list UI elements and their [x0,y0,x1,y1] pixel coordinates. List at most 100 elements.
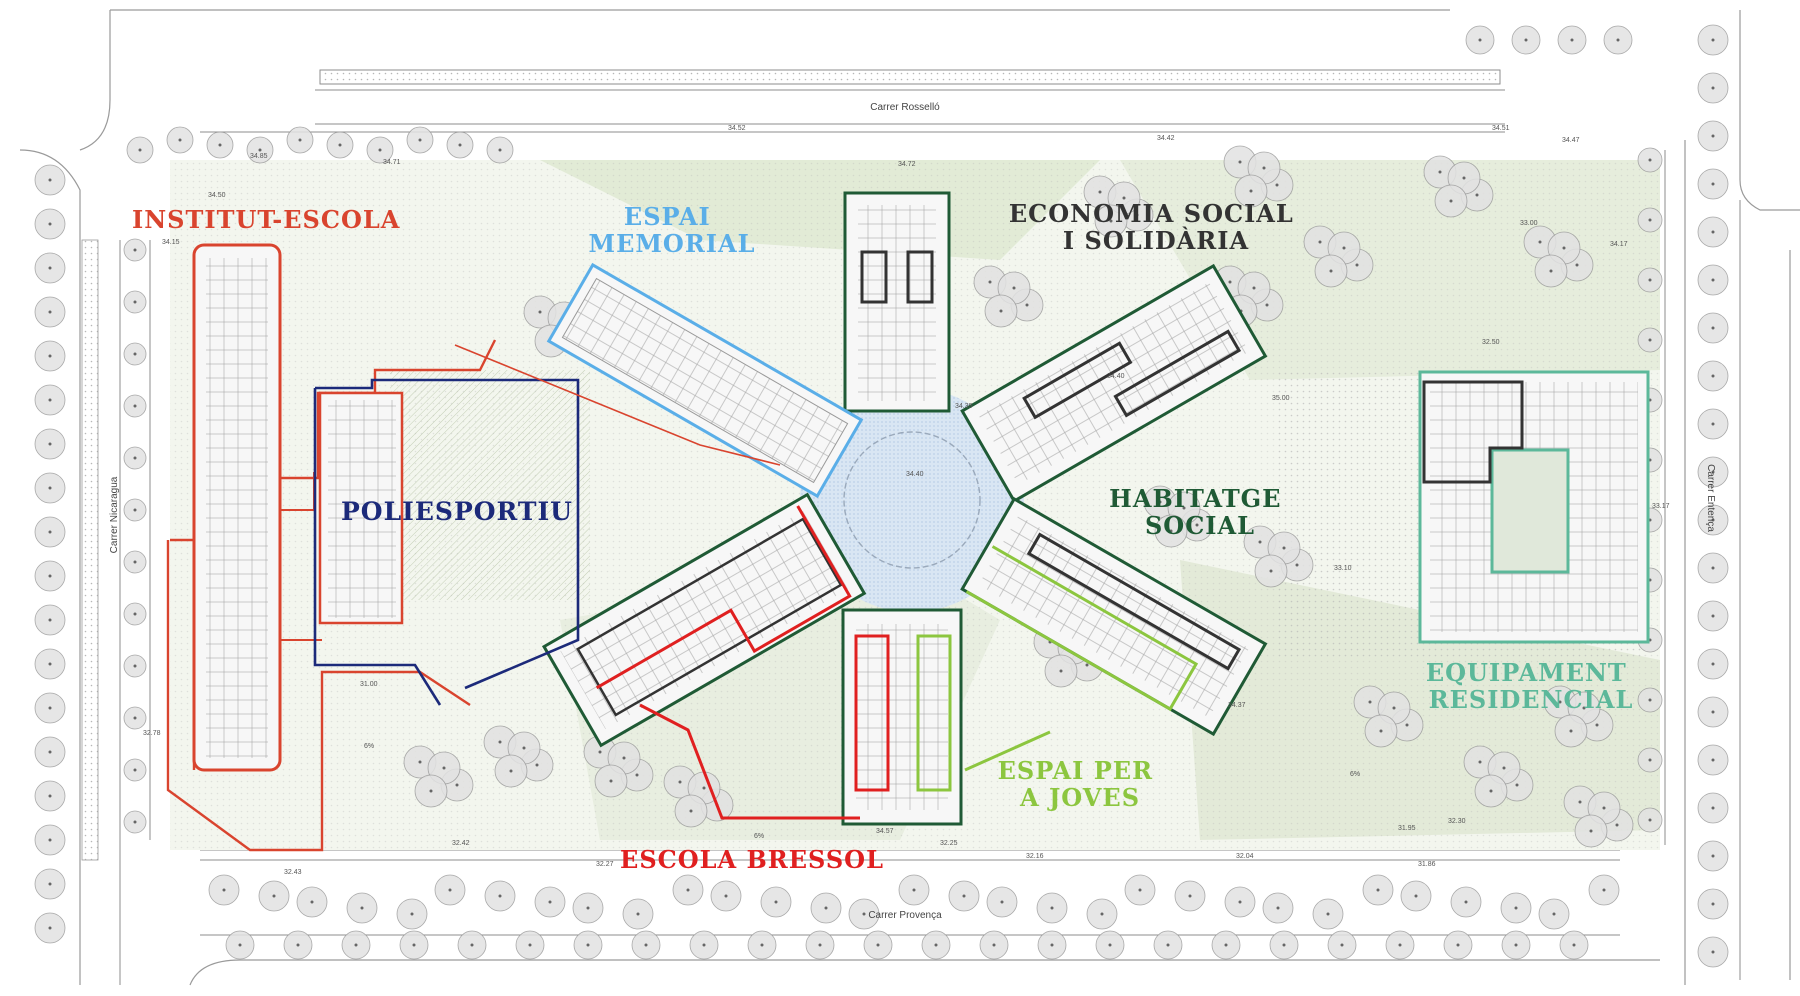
tree-trunk [133,768,137,772]
tree-trunk [528,943,532,947]
tree-trunk [133,820,137,824]
tree-trunk [586,906,590,910]
tree-trunk [133,300,137,304]
tree-trunk [1475,193,1479,197]
tree-trunk [1414,894,1418,898]
wing-south-east [960,496,1268,737]
tree-trunk [760,943,764,947]
level-mark: 32.50 [1482,339,1500,346]
level-mark: 31.86 [1418,861,1436,868]
tree-trunk [48,750,52,754]
tree-trunk [360,906,364,910]
tree-trunk [1098,190,1102,194]
level-mark: 34.71 [383,159,401,166]
tree-trunk [1602,888,1606,892]
tree-trunk [636,912,640,916]
tree-trunk [1589,829,1593,833]
tree-trunk [410,912,414,916]
level-mark: 34.52 [728,125,746,132]
tree-trunk [1050,943,1054,947]
level-mark: 32.25 [940,840,958,847]
tree-trunk [1515,783,1519,787]
tree-trunk [1478,38,1482,42]
tree-trunk [48,706,52,710]
level-mark: 32.43 [284,869,302,876]
tree-trunk [498,740,502,744]
tree-trunk [1648,698,1652,702]
tree-trunk [133,508,137,512]
institut-escola-building [166,243,497,852]
tree-trunk [686,888,690,892]
trees [34,24,1729,968]
tree-trunk [133,560,137,564]
level-plaza: 34.40 [906,471,924,478]
tree-trunk [1376,888,1380,892]
tree-trunk [133,456,137,460]
tree-trunk [818,943,822,947]
slope-mark: 6% [754,833,764,840]
building-wings [541,191,1268,826]
tree-trunk [470,943,474,947]
tree-trunk [133,248,137,252]
tree-trunk [1169,529,1173,533]
tree-trunk [1538,240,1542,244]
tree-trunk [1265,303,1269,307]
tree-trunk [1616,38,1620,42]
tree-trunk [258,148,262,152]
level-mark: 32.27 [596,861,614,868]
tree-trunk [1711,38,1715,42]
level-mark: 33.10 [1334,565,1352,572]
tree-trunk [1711,86,1715,90]
tree-trunk [272,894,276,898]
tree-trunk [448,888,452,892]
tree-trunk [1514,943,1518,947]
level-mark: 34.42 [1157,135,1175,142]
tree-trunk [48,882,52,886]
tree-trunk [1648,158,1652,162]
tree-trunk [48,794,52,798]
wing-north [843,191,951,413]
tree-trunk [1711,662,1715,666]
tree-trunk [522,746,526,750]
tree-trunk [218,143,222,147]
tree-trunk [1398,943,1402,947]
tree-trunk [222,888,226,892]
tree-trunk [1711,854,1715,858]
tree-trunk [1456,943,1460,947]
level-mark: 34.40 [1107,373,1125,380]
tree-trunk [999,309,1003,313]
tree-trunk [702,786,706,790]
tree-trunk [1711,950,1715,954]
tree-trunk [1158,500,1162,504]
tree-trunk [1012,286,1016,290]
tree-trunk [429,789,433,793]
tree-trunk [442,766,446,770]
tree-trunk [1355,263,1359,267]
level-mark: 34.17 [1610,241,1628,248]
escola-bressol-yard [639,703,860,820]
tree-trunk [1166,943,1170,947]
level-mark: 33.17 [1652,503,1670,510]
tree-trunk [1578,800,1582,804]
tree-trunk [689,809,693,813]
tree-trunk [1575,263,1579,267]
level-annotations: 34.40 34.85 34.50 34.15 34.71 34.72 34.4… [143,125,1670,876]
memorial-connector [454,344,781,466]
street-grid [19,9,1800,986]
zone-label-habitatge-social: HABITATGE SOCIAL [1109,484,1291,540]
tree-trunk [1595,723,1599,727]
tree-trunk [644,943,648,947]
tree-trunk [1276,906,1280,910]
tree-trunk [48,310,52,314]
espai-joves-yard [964,730,1051,772]
zone-label-institut-escola: INSTITUT-ESCOLA [132,205,400,234]
tree-trunk [133,404,137,408]
tree-trunk [1648,338,1652,342]
tree-trunk [1711,710,1715,714]
tree-trunk [824,906,828,910]
street-label-west: Carrer Nicaragua [109,476,120,553]
zone-label-poliesportiu: POLIESPORTIU [341,497,573,526]
tree-trunk [1392,706,1396,710]
tree-trunk [862,912,866,916]
